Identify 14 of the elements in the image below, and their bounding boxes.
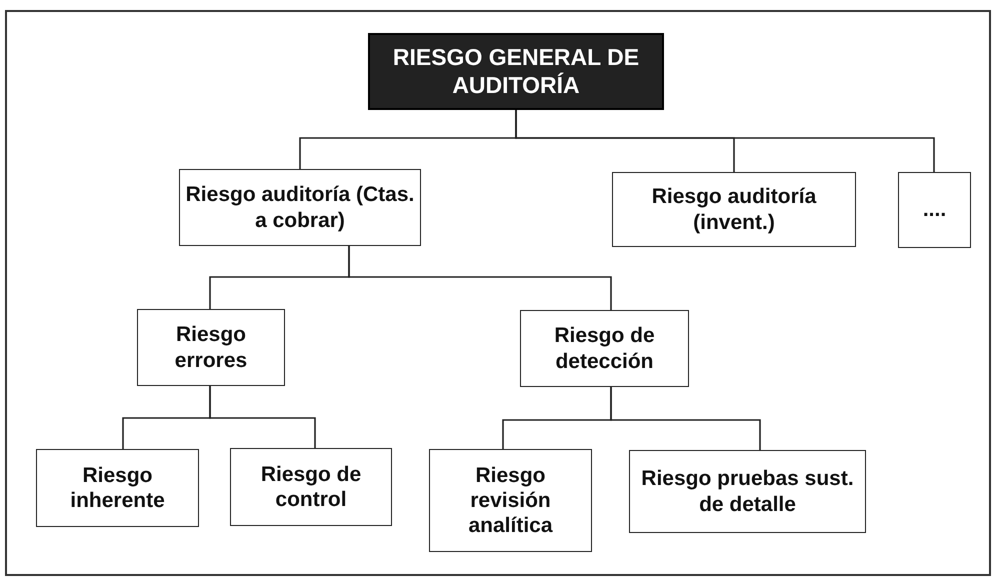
risk-box: .... [898,172,971,248]
title-box: RIESGO GENERAL DE AUDITORÍA [368,33,664,110]
risk-box: Riesgo de detección [520,310,689,387]
risk-box: Riesgo inherente [36,449,199,527]
connector-line [348,246,612,310]
risk-box: Riesgo auditoría (Ctas. a cobrar) [179,169,421,246]
risk-box: Riesgo pruebas sust. de detalle [629,450,866,533]
connector-line [610,387,761,450]
connector-line [209,386,316,448]
connector-line [515,110,935,172]
risk-box: Riesgo de control [230,448,392,526]
risk-box: Riesgo errores [137,309,285,386]
risk-box: Riesgo revisión analítica [429,449,592,552]
risk-box: Riesgo auditoría (invent.) [612,172,856,247]
